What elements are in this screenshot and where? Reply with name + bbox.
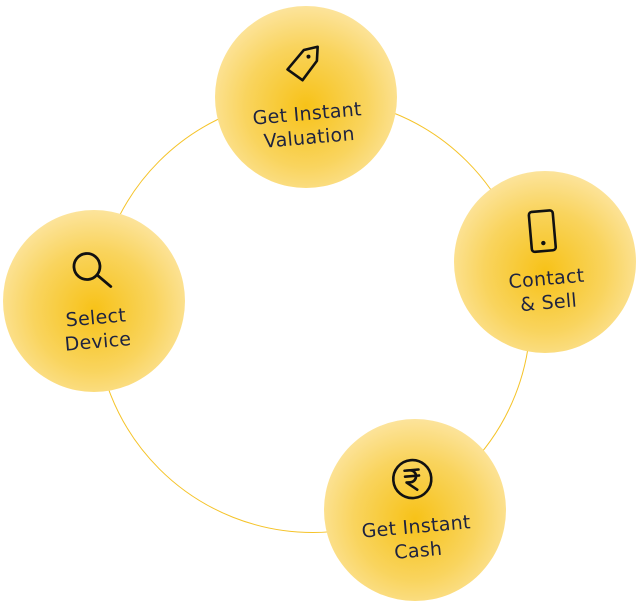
rupee-icon (388, 455, 437, 517)
tag-icon (279, 42, 328, 104)
step-label: Select Device (61, 303, 132, 357)
step-label: Get Instant Valuation (252, 97, 365, 154)
search-icon (67, 246, 116, 308)
step-label: Contact & Sell (508, 264, 588, 318)
step-select-device: Select Device (3, 210, 185, 392)
step-label-line: Device (63, 327, 132, 356)
step-get-instant-cash: Get Instant Cash (324, 419, 506, 601)
step-get-instant-valuation: Get Instant Valuation (215, 6, 397, 188)
step-label-line: & Sell (519, 289, 578, 317)
step-contact-and-sell: Contact & Sell (454, 171, 636, 353)
phone-icon (518, 207, 567, 269)
step-label: Get Instant Cash (361, 510, 474, 567)
